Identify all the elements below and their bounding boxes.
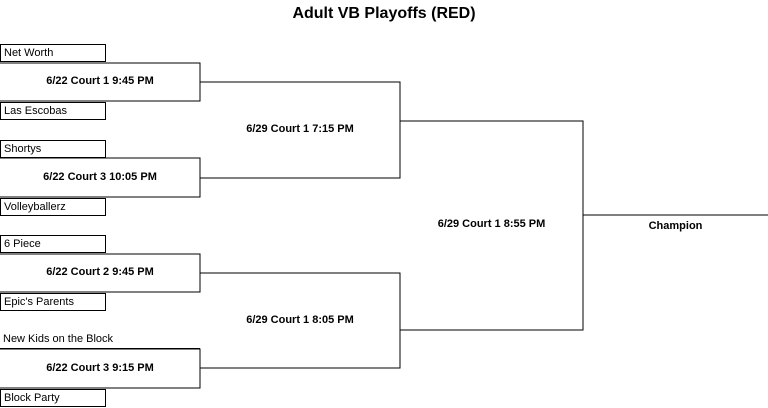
round1-game-1: 6/22 Court 1 9:45 PM (46, 75, 154, 87)
team-slot: Shortys (0, 140, 106, 158)
round2-game-1: 6/29 Court 1 7:15 PM (246, 123, 354, 135)
round1-game-3: 6/22 Court 2 9:45 PM (46, 266, 154, 278)
team-slot: Epic's Parents (0, 293, 106, 311)
round2-game-2: 6/29 Court 1 8:05 PM (246, 314, 354, 326)
team-slot: Block Party (0, 389, 106, 407)
champion-label: Champion (648, 220, 703, 232)
bracket-title: Adult VB Playoffs (RED) (292, 5, 476, 22)
team-slot: Volleyballerz (0, 198, 106, 216)
round1-game-2: 6/22 Court 3 10:05 PM (43, 171, 157, 183)
team-slot: New Kids on the Block (0, 331, 200, 349)
final-game: 6/29 Court 1 8:55 PM (437, 218, 546, 230)
round1-game-4: 6/22 Court 3 9:15 PM (46, 362, 154, 374)
team-slot: Net Worth (0, 44, 106, 62)
team-slot: Las Escobas (0, 102, 106, 120)
team-slot: 6 Piece (0, 235, 106, 253)
